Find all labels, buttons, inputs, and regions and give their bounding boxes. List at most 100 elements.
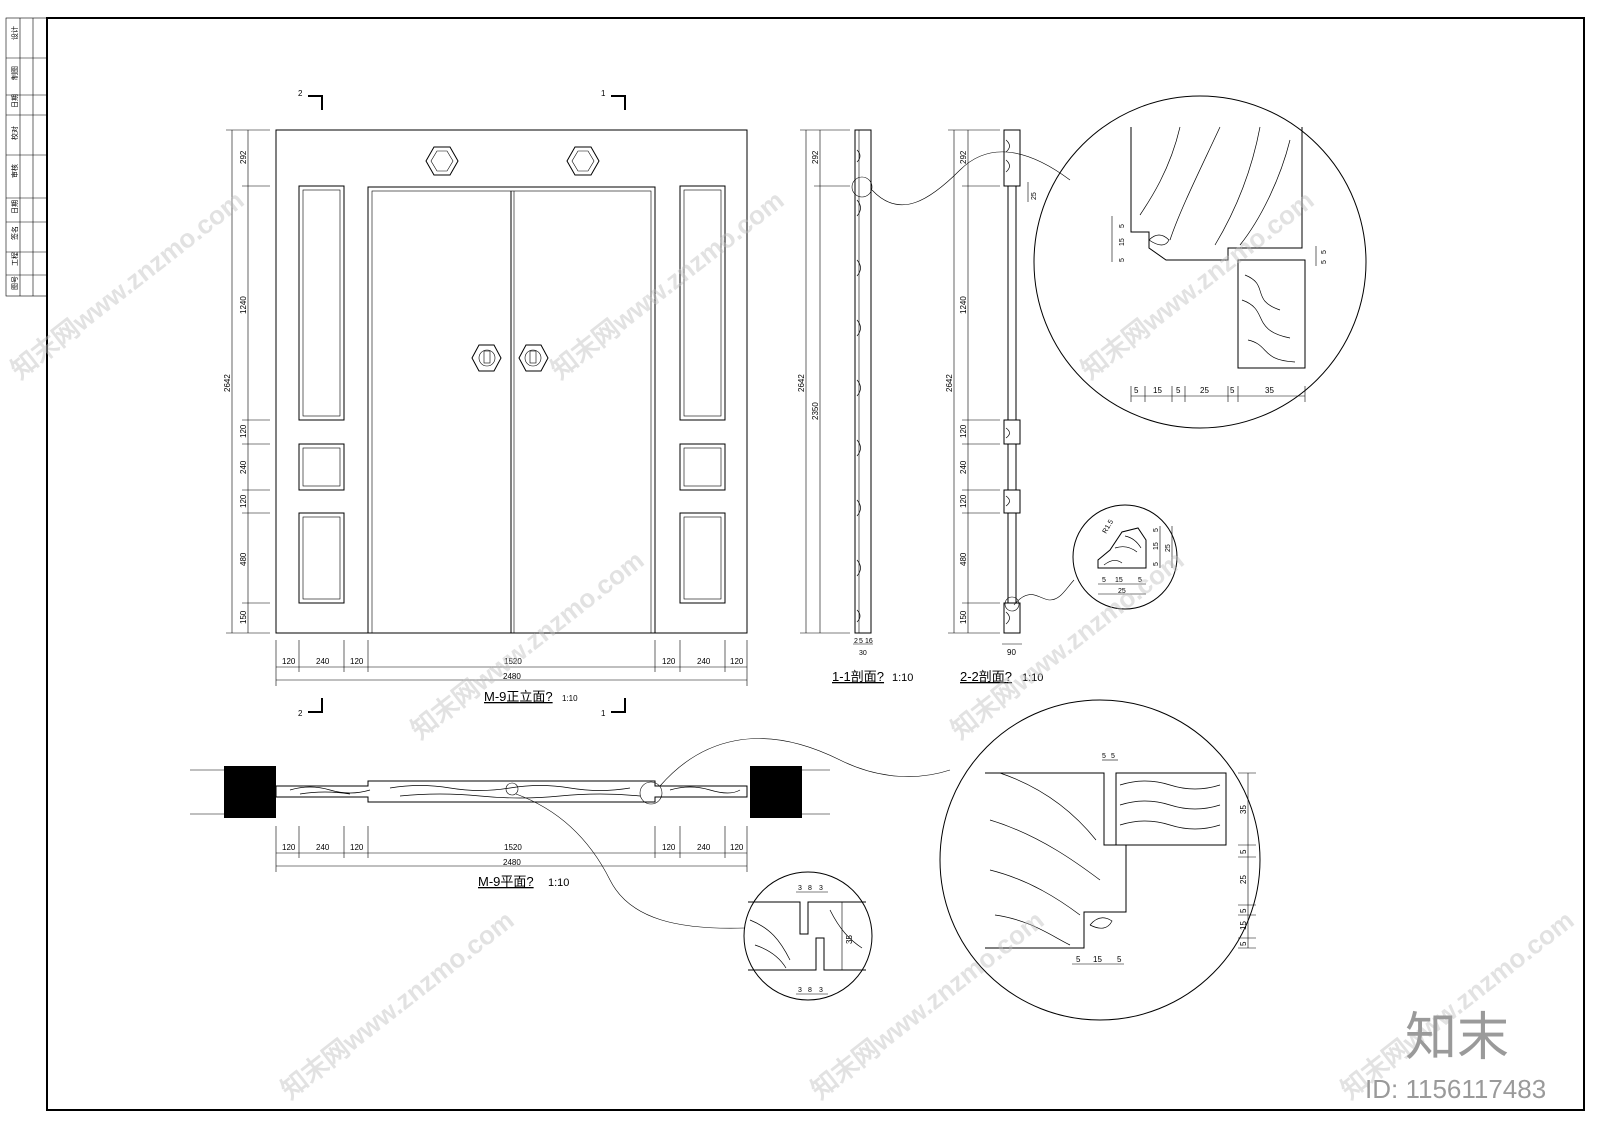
det-b-rdim-2: 15 <box>1153 542 1160 550</box>
plan-hdim-6: 240 <box>697 843 711 852</box>
watermark-text-4: 知末网www.znzmo.com <box>1075 185 1319 385</box>
elev-hdim-7: 120 <box>730 657 744 666</box>
s2-dim-240: 240 <box>959 460 968 474</box>
det-a-ldim-3: 5 <box>1119 258 1126 262</box>
elev-hdim-2: 240 <box>316 657 330 666</box>
plan-scale: 1:10 <box>548 877 569 889</box>
s2-dim-480: 480 <box>959 552 968 566</box>
cut-mark-1-bottom: 1 <box>601 709 606 718</box>
plan-hdim-1: 120 <box>282 843 296 852</box>
title-cell-6: 日期 <box>11 200 19 214</box>
det-c-rdim-6: 5 <box>1239 941 1248 946</box>
plan-caption: M-9平面? <box>478 874 534 889</box>
s2-bdim-90: 90 <box>1007 648 1016 657</box>
elev-hdim-4: 1520 <box>504 657 522 666</box>
det-a-rdim-2: 5 <box>1321 260 1328 264</box>
sheet-border <box>46 17 1585 1111</box>
det-b-bdim-3: 5 <box>1138 577 1142 584</box>
hexagon-vent-right <box>566 146 600 176</box>
elev-vdim-150: 150 <box>239 610 248 624</box>
section-1-scale: 1:10 <box>892 672 913 684</box>
s1-bdim-2: 5 <box>859 638 863 645</box>
det-a-rdim-1: 5 <box>1321 250 1328 254</box>
cut-mark-2-bottom: 2 <box>298 709 303 718</box>
s2-dim-2642: 2642 <box>945 374 954 392</box>
cut-mark-2-top: 2 <box>298 89 303 98</box>
title-cell-2: 制图 <box>10 66 19 80</box>
det-d-tdim-2: 8 <box>808 885 812 892</box>
watermark-layer: 知末网www.znzmo.com 知末网www.znzmo.com 知末网www… <box>5 185 1579 1105</box>
watermark-text-2: 知末网www.znzmo.com <box>405 545 649 745</box>
s2-dim-25: 25 <box>1031 192 1038 200</box>
elev-total-width: 2480 <box>503 672 521 681</box>
watermark-text-7: 知末网www.znzmo.com <box>275 905 519 1105</box>
door-handle-left <box>471 344 502 372</box>
watermark-id: ID: 1156117483 <box>1365 1074 1546 1104</box>
det-d-bdim-1: 3 <box>798 987 802 994</box>
s2-dim-1240: 1240 <box>959 296 968 314</box>
plan-hdim-2: 240 <box>316 843 330 852</box>
det-c-rdim-2: 5 <box>1239 849 1248 854</box>
det-a-bdim-5: 5 <box>1230 386 1235 395</box>
det-c-rdim-5: 15 <box>1239 921 1248 930</box>
elev-vdim-1240: 1240 <box>239 296 248 314</box>
det-b-bdim-4: 25 <box>1118 588 1126 595</box>
det-a-bdim-3: 5 <box>1176 386 1181 395</box>
det-c-rdim-4: 5 <box>1239 908 1248 913</box>
s2-dim-150: 150 <box>959 610 968 624</box>
hexagon-vent-left <box>425 146 459 176</box>
det-b-bdim-1: 5 <box>1102 577 1106 584</box>
det-b-rdim-1: 5 <box>1153 528 1160 532</box>
elev-vdim-480: 480 <box>239 552 248 566</box>
section-1-caption: 1-1剖面? <box>832 669 884 684</box>
elevation-scale: 1:10 <box>562 694 578 703</box>
det-b-rdim-4: 25 <box>1165 544 1172 552</box>
elev-total-height: 2642 <box>223 374 232 392</box>
elev-hdim-5: 120 <box>662 657 676 666</box>
elevation-caption: M-9正立面? <box>484 689 553 704</box>
s2-dim-120b: 120 <box>959 494 968 508</box>
det-a-bdim-6: 35 <box>1265 386 1274 395</box>
elev-vdim-292: 292 <box>239 150 248 164</box>
plan-hdim-5: 120 <box>662 843 676 852</box>
detail-a: 5 15 5 5 5 5 15 5 25 5 35 <box>871 95 1367 429</box>
watermark-text-5: 知末网www.znzmo.com <box>945 545 1189 745</box>
title-cell-8: 工程 <box>10 252 19 266</box>
det-a-bdim-1: 5 <box>1134 386 1139 395</box>
plan-total-width: 2480 <box>503 858 521 867</box>
plan-view: 120 240 120 1520 120 240 120 2480 M-9平面?… <box>190 738 951 929</box>
title-cell-9: 图号 <box>11 276 19 290</box>
det-c-tdim-1: 5 <box>1102 753 1106 760</box>
det-b-bdim-2: 15 <box>1115 577 1123 584</box>
s2-dim-292: 292 <box>959 150 968 164</box>
section-2-scale: 1:10 <box>1022 672 1043 684</box>
elev-vdim-240: 240 <box>239 460 248 474</box>
det-c-rdim-1: 35 <box>1239 805 1248 814</box>
det-a-bdim-4: 25 <box>1200 386 1209 395</box>
det-d-sdim: 35 <box>845 935 854 944</box>
section-1-1: 292 2350 2642 2 5 16 30 1-1剖面? 1:10 <box>797 129 913 684</box>
wall-left <box>224 766 276 818</box>
title-cell-5: 审核 <box>10 164 19 178</box>
det-c-bdim-2: 15 <box>1093 955 1102 964</box>
s1-bdim-1: 2 <box>854 638 858 645</box>
watermark-text-1: 知末网www.znzmo.com <box>5 185 249 385</box>
elev-hdim-1: 120 <box>282 657 296 666</box>
det-d-tdim-1: 3 <box>798 885 802 892</box>
det-a-bdim-2: 15 <box>1153 386 1162 395</box>
det-a-ldim-2: 15 <box>1119 238 1126 246</box>
det-d-bdim-3: 3 <box>819 987 823 994</box>
title-cell-7: 签名 <box>10 226 19 240</box>
s1-bdim-3: 16 <box>865 638 873 645</box>
det-c-bdim-1: 5 <box>1076 955 1081 964</box>
det-d-tdim-3: 3 <box>819 885 823 892</box>
cut-mark-1-top: 1 <box>601 89 606 98</box>
s2-dim-120a: 120 <box>959 424 968 438</box>
plan-hdim-7: 120 <box>730 843 744 852</box>
det-c-bdim-3: 5 <box>1117 955 1122 964</box>
det-c-rdim-3: 25 <box>1239 875 1248 884</box>
detail-c: 5 5 35 5 25 5 15 5 5 15 5 <box>939 699 1261 1021</box>
title-cell-4: 校对 <box>10 126 19 140</box>
title-cell-3: 日期 <box>11 94 19 108</box>
elev-hdim-3: 120 <box>350 657 364 666</box>
